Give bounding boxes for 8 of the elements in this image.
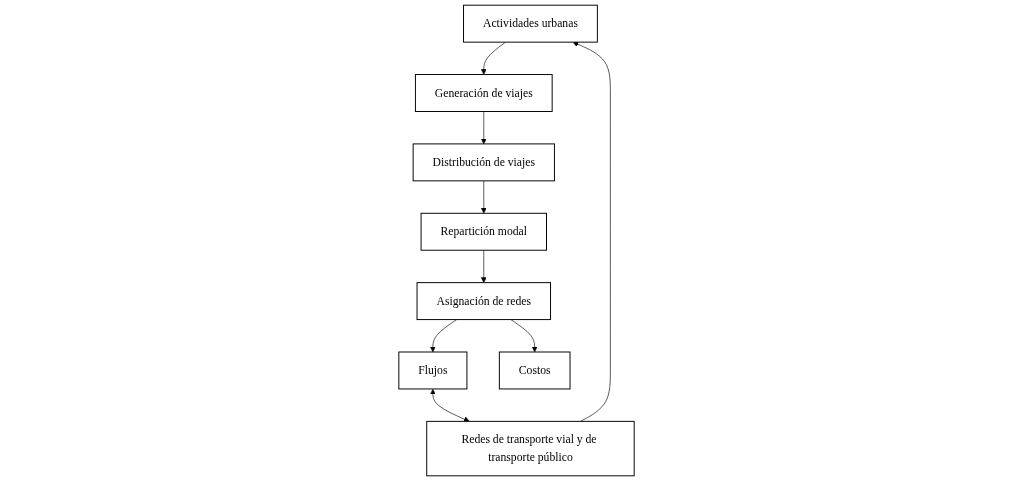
node-box: Costos <box>499 351 571 390</box>
node-box: Generación de viajes <box>415 74 554 112</box>
node-box: Asignación de redes <box>417 282 552 321</box>
node-box: Distribución de viajes <box>413 143 556 182</box>
node-box: Repartición modal <box>421 212 548 251</box>
node-box: Redes de transporte vial y de transporte público <box>426 420 636 477</box>
node-box: Actividades urbanas <box>463 4 599 43</box>
node-box: Flujos <box>398 351 468 390</box>
